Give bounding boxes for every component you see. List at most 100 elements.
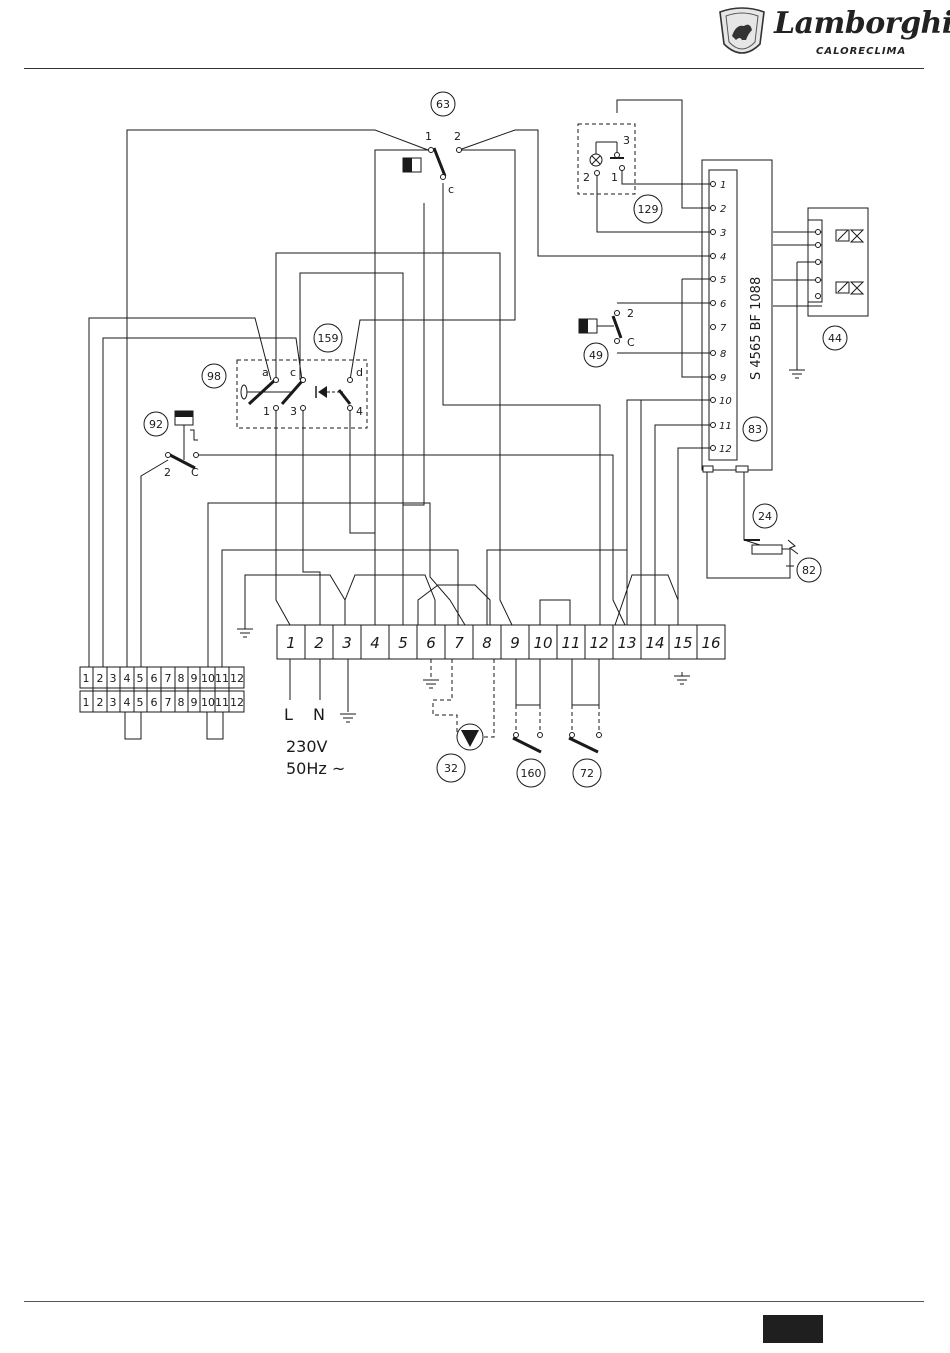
svg-text:9: 9 xyxy=(720,373,726,384)
block-98-c: c xyxy=(290,366,296,379)
terminal-label: 9 xyxy=(510,634,520,652)
control-pin: 1 xyxy=(711,180,727,191)
terminal-label: 8 xyxy=(482,634,492,652)
gas-valve-terminals xyxy=(816,230,821,299)
svg-text:44: 44 xyxy=(828,332,842,345)
connector-label: 1 xyxy=(83,672,90,685)
callout-83: 83 xyxy=(743,417,767,441)
terminal-label: 10 xyxy=(533,634,552,652)
callout-82: 82 xyxy=(797,558,821,582)
terminal-label: 15 xyxy=(673,634,692,652)
switch-92-pin2: 2 xyxy=(164,466,171,479)
svg-text:129: 129 xyxy=(638,203,659,216)
callout-98: 98 xyxy=(202,364,226,388)
control-pins: 1 2 3 4 5 6 7 8 9 10 11 12 xyxy=(711,180,732,455)
switch-63-pin2: 2 xyxy=(454,130,461,143)
terminal-label: 7 xyxy=(454,634,464,652)
terminal-label: 4 xyxy=(370,634,380,652)
connector-label: 10 xyxy=(201,696,215,709)
terminal-label: 14 xyxy=(645,634,664,652)
footer-divider xyxy=(24,1301,924,1302)
callout-159: 159 xyxy=(314,324,342,352)
svg-text:5: 5 xyxy=(720,275,726,286)
callout-92: 92 xyxy=(144,412,168,436)
terminal-label: 3 xyxy=(342,634,352,652)
terminal-label: 2 xyxy=(314,634,324,652)
connector-label: 10 xyxy=(201,672,215,685)
connector-label: 9 xyxy=(191,672,198,685)
terminal-label: 1 xyxy=(286,634,296,652)
callout-63: 63 xyxy=(431,92,455,116)
svg-text:24: 24 xyxy=(758,510,772,523)
svg-text:8: 8 xyxy=(720,349,726,360)
connector-label: 6 xyxy=(151,672,158,685)
block-98-a: a xyxy=(262,366,269,379)
switch-49-pinc: C xyxy=(627,336,635,349)
callout-160: 160 xyxy=(517,759,545,787)
connector-label: 8 xyxy=(178,696,185,709)
connector-label: 11 xyxy=(215,696,229,709)
control-pin: 11 xyxy=(711,421,732,432)
terminal-label: 6 xyxy=(426,634,436,652)
connector-label: 5 xyxy=(137,696,144,709)
terminal-strip: 1 2 3 4 5 6 7 8 9 10 11 12 13 14 15 16 xyxy=(277,625,725,659)
svg-text:98: 98 xyxy=(207,370,221,383)
ignition-electrode-icon xyxy=(744,540,798,572)
block-98-p4: 4 xyxy=(356,405,363,418)
terminal-label: 12 xyxy=(589,634,608,652)
page-number-box xyxy=(763,1315,823,1343)
switch-49-actuator-icon xyxy=(579,319,614,333)
control-pin: 3 xyxy=(711,228,727,239)
connector-label: 4 xyxy=(124,672,131,685)
connector-label: 3 xyxy=(110,672,117,685)
svg-text:159: 159 xyxy=(318,332,339,345)
svg-text:63: 63 xyxy=(436,98,450,111)
control-model-label: S 4565 BF 1088 xyxy=(749,277,764,380)
connector-label: 5 xyxy=(137,672,144,685)
callout-72: 72 xyxy=(573,759,601,787)
block-98-d: d xyxy=(356,366,363,379)
switch-49-pin2: 2 xyxy=(627,307,634,320)
control-pin: 10 xyxy=(711,396,732,407)
connector-label: 11 xyxy=(215,672,229,685)
connector-label: 7 xyxy=(165,696,172,709)
pump-32-icon xyxy=(457,724,483,750)
supply-frequency-label: 50Hz ~ xyxy=(286,759,345,778)
connector-label: 3 xyxy=(110,696,117,709)
supply-line-label: L xyxy=(284,705,293,724)
svg-text:6: 6 xyxy=(720,299,726,310)
connector-label: 12 xyxy=(230,672,244,685)
connector-label: 4 xyxy=(124,696,131,709)
control-pin: 8 xyxy=(711,349,727,360)
svg-text:11: 11 xyxy=(719,421,732,432)
callout-49: 49 xyxy=(584,343,608,367)
control-pin: 7 xyxy=(711,323,728,334)
supply-voltage-label: 230V xyxy=(286,737,328,756)
diode-159-icon xyxy=(316,386,343,398)
svg-text:1: 1 xyxy=(720,180,726,191)
svg-text:4: 4 xyxy=(720,252,726,263)
connector-label: 9 xyxy=(191,696,198,709)
svg-text:83: 83 xyxy=(748,423,762,436)
connector-label: 2 xyxy=(97,672,104,685)
connector-label: 2 xyxy=(97,696,104,709)
svg-text:7: 7 xyxy=(720,323,727,334)
callout-32: 32 xyxy=(437,754,465,782)
control-pin: 5 xyxy=(711,275,727,286)
control-pin: 6 xyxy=(711,299,727,310)
svg-text:160: 160 xyxy=(521,767,542,780)
connector-label: 7 xyxy=(165,672,172,685)
control-pin: 9 xyxy=(711,373,727,384)
svg-text:82: 82 xyxy=(802,564,816,577)
connector-label: 12 xyxy=(230,696,244,709)
switch-63-pin1: 1 xyxy=(425,130,432,143)
supply-neutral-label: N xyxy=(313,705,325,724)
lamp-129-pin2: 2 xyxy=(583,171,590,184)
switch-63-pinc: c xyxy=(448,183,454,196)
lamp-129-pin1: 1 xyxy=(611,171,618,184)
control-pin: 12 xyxy=(711,444,732,455)
control-pin: 2 xyxy=(711,204,727,215)
switch-63-actuator-icon xyxy=(403,158,421,172)
terminal-label: 13 xyxy=(617,634,636,652)
